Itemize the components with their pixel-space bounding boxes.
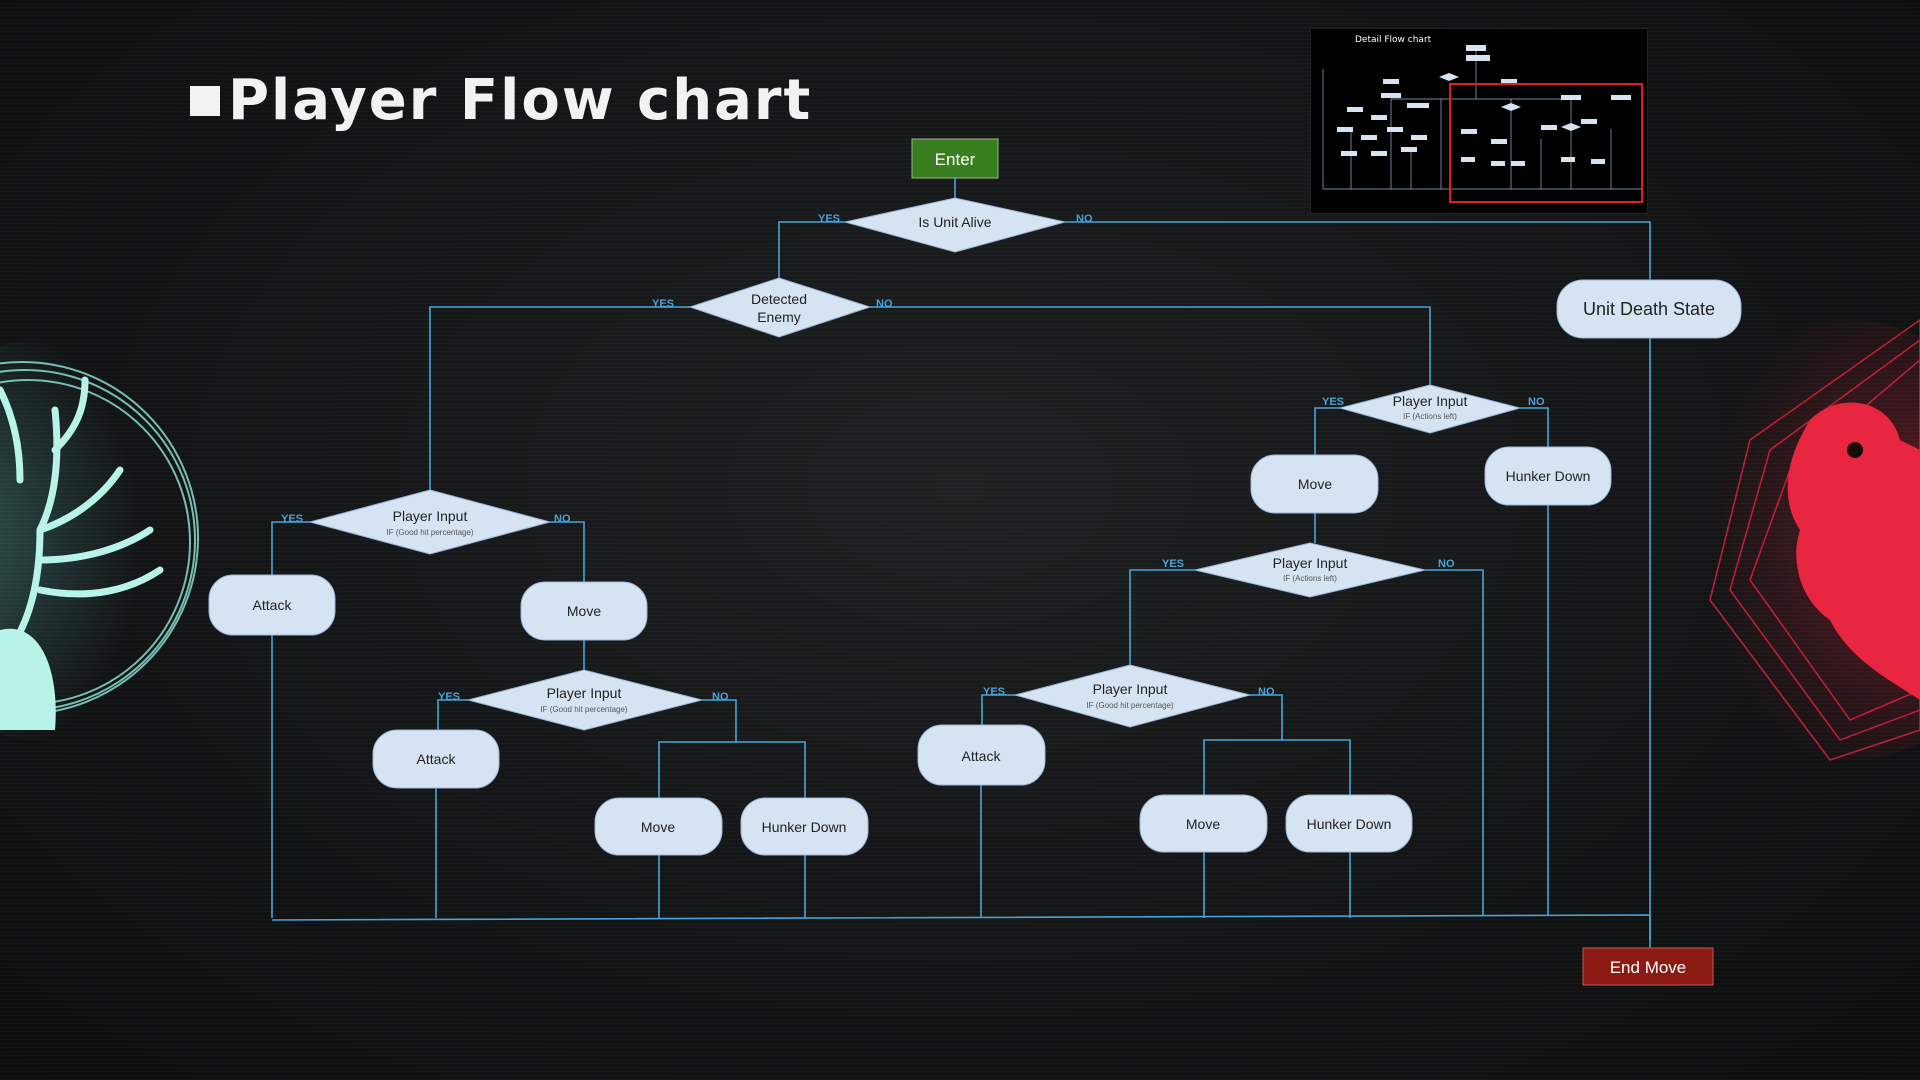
thumbnail-title: Detail Flow chart [1355,35,1432,45]
unit-death-state-node[interactable]: Unit Death State [1556,279,1742,339]
yes-label: YES [652,298,674,310]
svg-text:Enter: Enter [935,150,976,169]
svg-text:IF (Actions left): IF (Actions left) [1283,574,1337,583]
is-unit-alive-decision[interactable]: Is Unit Alive [844,197,1066,253]
attack-node[interactable]: Attack [917,724,1046,786]
svg-text:IF (Good hit percentage): IF (Good hit percentage) [540,705,627,714]
hunker-down-node[interactable]: Hunker Down [1484,446,1612,506]
yes-label: YES [1322,396,1344,408]
no-label: NO [1528,396,1545,408]
yes-label: YES [281,513,303,525]
svg-text:Is Unit Alive: Is Unit Alive [918,214,991,230]
no-label: NO [1076,213,1093,225]
svg-text:IF (Good hit percentage): IF (Good hit percentage) [1086,701,1173,710]
move-node[interactable]: Move [1250,454,1379,514]
svg-text:Detected: Detected [751,291,807,307]
hunker-down-node[interactable]: Hunker Down [1285,794,1413,853]
player-input-decision[interactable]: Player Input IF (Good hit percentage) [308,489,552,555]
svg-text:End Move: End Move [1610,958,1687,977]
yes-label: YES [818,213,840,225]
connector-lines [271,178,1651,950]
eagle-emblem-icon [1690,319,1920,761]
yes-label: YES [983,686,1005,698]
svg-text:Player Input: Player Input [1273,555,1348,571]
svg-text:Enemy: Enemy [757,309,801,325]
svg-text:Hunker Down: Hunker Down [1506,468,1591,484]
move-node[interactable]: Move [520,581,648,641]
end-move-node[interactable]: End Move [1582,947,1714,986]
player-input-decision[interactable]: Player Input IF (Actions left) [1194,542,1426,598]
svg-text:Move: Move [641,819,675,835]
no-label: NO [712,691,729,703]
svg-text:Move: Move [1298,476,1332,492]
svg-text:IF (Actions left): IF (Actions left) [1403,412,1457,421]
svg-text:Player Input: Player Input [1093,681,1168,697]
yes-label: YES [438,691,460,703]
svg-text:Attack: Attack [253,597,293,613]
svg-text:Unit Death State: Unit Death State [1583,299,1715,319]
page-title-text: Player Flow chart [228,68,813,133]
svg-text:IF (Good hit percentage): IF (Good hit percentage) [386,528,473,537]
svg-text:Hunker Down: Hunker Down [762,819,847,835]
attack-node[interactable]: Attack [208,574,336,636]
svg-text:Hunker Down: Hunker Down [1307,816,1392,832]
title-bullet-icon [190,85,220,116]
enter-node[interactable]: Enter [911,138,999,179]
thumbnail-preview [1322,45,1641,190]
attack-node[interactable]: Attack [372,729,500,789]
no-label: NO [554,513,571,525]
branch-labels: YES NO YES NO YES NO YES NO YES NO YES N… [281,213,1545,703]
svg-text:Player Input: Player Input [547,685,622,701]
move-node[interactable]: Move [1139,794,1268,853]
svg-text:Attack: Attack [417,751,457,767]
no-label: NO [1258,686,1275,698]
svg-text:Player Input: Player Input [393,508,468,524]
no-label: NO [1438,558,1455,570]
detected-enemy-decision[interactable]: Detected Enemy [688,277,872,338]
move-node[interactable]: Move [594,797,723,856]
player-input-decision[interactable]: Player Input IF (Actions left) [1338,384,1522,434]
detail-flow-thumbnail[interactable]: Detail Flow chart [1310,28,1648,214]
tree-emblem-icon [0,340,210,740]
no-label: NO [876,298,893,310]
player-input-decision[interactable]: Player Input IF (Good hit percentage) [466,669,703,731]
thumbnail-highlight-frame [1449,83,1643,203]
yes-label: YES [1162,558,1184,570]
svg-text:Move: Move [567,603,601,619]
svg-text:Attack: Attack [962,748,1002,764]
page-title: Player Flow chart [190,68,812,133]
svg-text:Player Input: Player Input [1393,393,1468,409]
svg-text:Move: Move [1186,816,1220,832]
hunker-down-node[interactable]: Hunker Down [740,797,869,856]
player-input-decision[interactable]: Player Input IF (Good hit percentage) [1013,664,1252,728]
